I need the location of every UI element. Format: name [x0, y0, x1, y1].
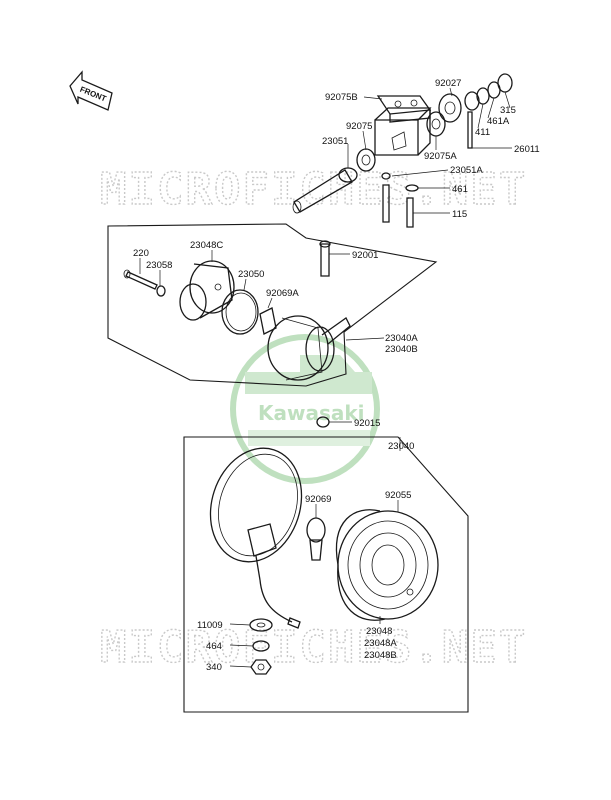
- sub-assembly-frame: [107, 223, 438, 387]
- headlight-housing-subassembly: [123, 260, 351, 428]
- label-464: 464: [206, 641, 222, 652]
- leader-lines: [139, 87, 512, 668]
- label-23051: 23051: [322, 136, 348, 147]
- label-23048: 23048: [366, 626, 392, 637]
- front-arrow-label: FRONT: [79, 85, 108, 104]
- label-340: 340: [206, 662, 222, 673]
- watermark-brand: Kawasaki: [258, 401, 365, 425]
- label-92069A: 92069A: [266, 288, 299, 299]
- watermark-site-bottom: MICROFICHES.NET: [100, 622, 527, 673]
- label-115: 115: [452, 209, 467, 220]
- headlight-unit-frame: [183, 436, 469, 713]
- label-23058: 23058: [146, 260, 172, 271]
- part-labels: 92075B 92027 315 461A 411 92075 23051 92…: [133, 78, 540, 673]
- label-23051A: 23051A: [450, 165, 483, 176]
- label-23040: 23040: [388, 441, 414, 452]
- headlight-unit-parts: [209, 447, 439, 675]
- label-92069: 92069: [305, 494, 331, 505]
- label-92055: 92055: [385, 490, 411, 501]
- front-direction-arrow: FRONT: [69, 70, 113, 111]
- label-220: 220: [133, 248, 149, 259]
- label-23048A: 23048A: [364, 638, 397, 649]
- label-23048B: 23048B: [364, 650, 397, 661]
- label-92075: 92075: [346, 121, 372, 132]
- label-26011: 26011: [514, 144, 540, 155]
- label-11009: 11009: [197, 620, 223, 631]
- label-461A: 461A: [487, 116, 510, 127]
- label-411: 411: [475, 127, 490, 138]
- label-92001: 92001: [352, 250, 378, 261]
- label-92075A: 92075A: [424, 151, 457, 162]
- label-23040B: 23040B: [385, 344, 418, 355]
- label-23048C: 23048C: [190, 240, 223, 251]
- label-92015: 92015: [354, 418, 380, 429]
- label-23040A: 23040A: [385, 333, 418, 344]
- label-315: 315: [500, 105, 516, 116]
- kawasaki-logo-watermark: Kawasaki: [230, 334, 380, 484]
- label-23050: 23050: [238, 269, 264, 280]
- watermark-site-top: MICROFICHES.NET: [100, 164, 527, 215]
- label-92027: 92027: [435, 78, 461, 89]
- label-461: 461: [452, 184, 468, 195]
- label-92075B: 92075B: [325, 92, 358, 103]
